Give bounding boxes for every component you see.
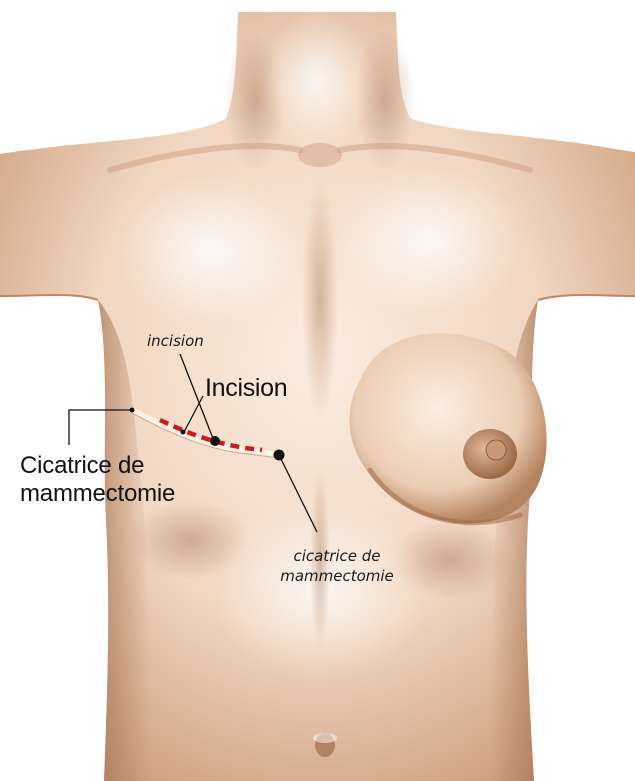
incision-large-label: Incision [205,374,287,403]
scar-small-label: cicatrice de mammectomie [272,546,402,586]
left-chest-highlight [115,175,305,325]
scar-end-marker-dot [274,450,285,461]
nipple [486,440,506,460]
scar-large-label-line2: mammectomie [20,480,175,508]
incision-marker-dot [210,436,220,446]
left-arm-edge [0,295,98,300]
scar-small-label-line1: cicatrice de [272,546,402,566]
incision-small-label: incision [147,332,204,350]
right-chest-highlight [335,165,525,315]
jugular-notch [298,143,342,167]
scar-large-label-line1: Cicatrice de [20,452,175,480]
scar-small-label-line2: mammectomie [272,566,402,586]
scar-start-marker-dot [130,408,135,413]
incision-start-marker-dot [181,430,186,435]
scar-large-label: Cicatrice de mammectomie [20,452,175,508]
neck-highlight [263,10,373,150]
navel-highlight [313,733,337,743]
sternum-shadow [302,180,338,420]
